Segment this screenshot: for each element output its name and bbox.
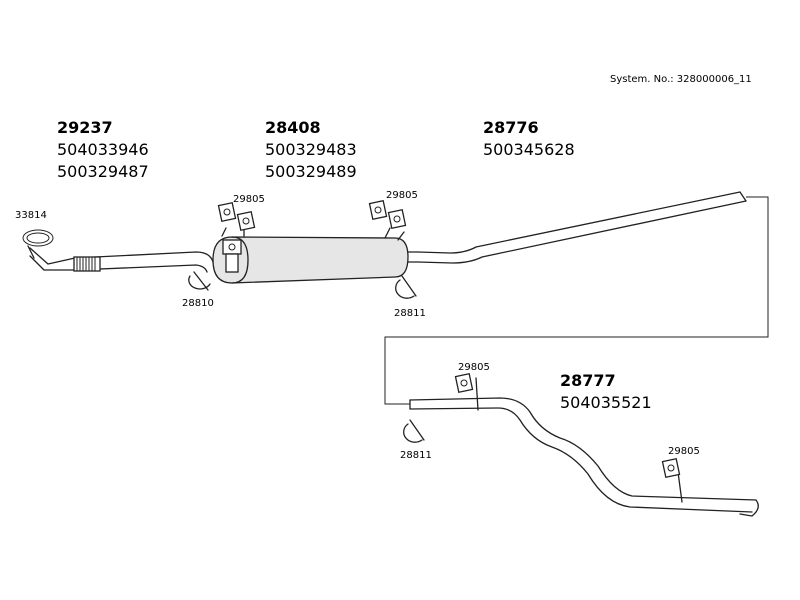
clamp-middle: 28811	[394, 275, 426, 319]
muffler-oem-2: 500329489	[265, 162, 357, 181]
system-number: System. No.: 328000006_11	[610, 74, 752, 85]
hanger-muffler-rear-callout: 29805	[386, 190, 418, 201]
gasket: 33814	[15, 210, 54, 247]
hanger-tail-rear-callout: 29805	[668, 446, 700, 457]
muffler-oem-1: 500329483	[265, 140, 357, 159]
middle-pipe	[384, 191, 769, 405]
tail-pipe-oem-1: 504035521	[560, 393, 652, 412]
clamp-tail: 28811	[400, 419, 432, 461]
front-pipe-oem-2: 500329487	[57, 162, 149, 181]
hanger-muffler-front-callout: 29805	[233, 194, 265, 205]
hanger-tail-rear: 29805	[661, 446, 700, 479]
tail-pipe	[409, 377, 759, 517]
gasket-callout: 33814	[15, 210, 47, 221]
clamp-front: 28810	[182, 271, 214, 309]
muffler-inlet-bracket	[222, 239, 242, 273]
front-pipe-part-number: 29237	[57, 118, 113, 137]
hanger-tail-front-callout: 29805	[458, 362, 490, 373]
clamp-tail-callout: 28811	[400, 450, 432, 461]
hanger-muffler-front: 29805	[217, 194, 265, 232]
tail-pipe-part-number: 28777	[560, 371, 616, 390]
hanger-muffler-rear: 29805	[368, 190, 418, 230]
clamp-middle-callout: 28811	[394, 308, 426, 319]
middle-pipe-label: 28776 500345628	[483, 118, 575, 159]
tail-pipe-label: 28777 504035521	[560, 371, 652, 412]
clamp-front-callout: 28810	[182, 298, 214, 309]
middle-pipe-oem-1: 500345628	[483, 140, 575, 159]
front-pipe	[27, 245, 214, 273]
muffler-label: 28408 500329483 500329489	[265, 118, 357, 181]
muffler-part-number: 28408	[265, 118, 321, 137]
hanger-tail-front: 29805	[454, 362, 490, 394]
muffler	[212, 225, 419, 284]
middle-pipe-part-number: 28776	[483, 118, 539, 137]
flex-bellows	[73, 256, 101, 272]
front-pipe-label: 29237 504033946 500329487	[57, 118, 149, 181]
front-pipe-oem-1: 504033946	[57, 140, 149, 159]
